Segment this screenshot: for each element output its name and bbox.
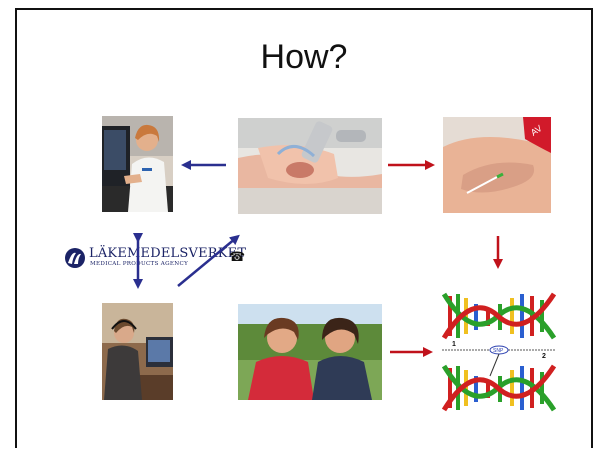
- logo-name: LÄKEMEDELSVERKET: [89, 246, 247, 261]
- dna-snp-diagram: 1 2 SNP: [442, 290, 556, 418]
- dna-label-1: 1: [452, 341, 456, 348]
- agency-emblem-icon: [65, 248, 85, 268]
- patient-photo: [238, 118, 382, 214]
- logo-subtitle: MEDICAL PRODUCTS AGENCY: [90, 261, 189, 267]
- snp-label: SNP: [493, 348, 504, 354]
- telephone-icon: ☎: [229, 249, 246, 264]
- slide-title: How?: [260, 38, 348, 76]
- two-women-photo: [238, 304, 382, 400]
- dna-label-2: 2: [542, 353, 546, 360]
- doctor-photo: [102, 116, 173, 212]
- operator-photo: [102, 303, 173, 400]
- blood-sample-photo: AV: [443, 117, 551, 213]
- lakemedelsverket-logo: LÄKEMEDELSVERKET MEDICAL PRODUCTS AGENCY: [64, 244, 246, 274]
